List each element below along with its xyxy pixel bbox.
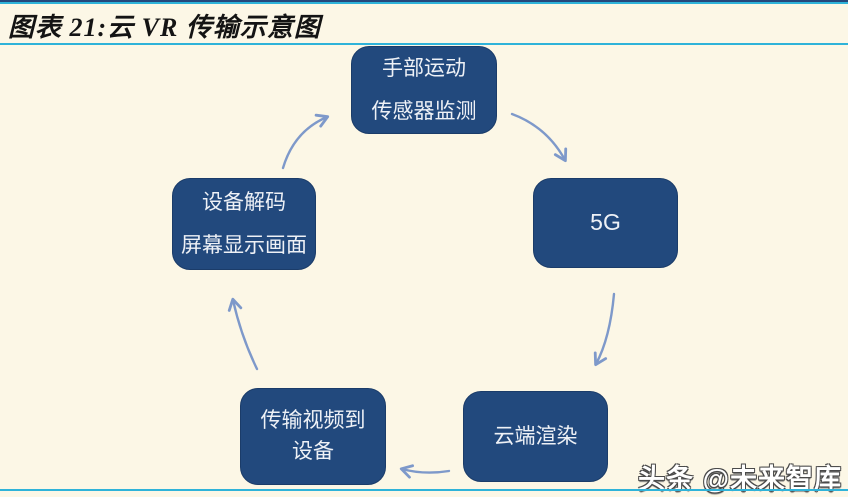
top-cyan-rule — [0, 2, 848, 4]
node-cloud-rendering: 云端渲染 — [463, 391, 608, 482]
arrow-cloud-to-transmit-icon — [399, 464, 451, 479]
top-navy-rule — [0, 0, 848, 2]
arrow-5g-to-cloud-icon — [593, 292, 616, 367]
node-cloud-rendering-label: 云端渲染 — [493, 424, 578, 448]
arrow-transmit-to-decode-icon — [227, 297, 259, 371]
node-5g: 5G — [533, 178, 678, 268]
node-hand-motion-sensor-label-line1: 手部运动 — [382, 57, 466, 81]
bottom-cyan-rule — [0, 489, 848, 491]
arrow-sensor-to-5g-icon — [510, 112, 568, 163]
node-device-decode-display: 设备解码 屏幕显示画面 — [172, 178, 316, 270]
node-device-decode-display-label-line1: 设备解码 — [202, 191, 286, 215]
node-transmit-video-to-device-label: 传输视频到设备 — [260, 409, 366, 463]
arrow-decode-to-sensor-icon — [281, 113, 330, 170]
node-device-decode-display-label-line2: 屏幕显示画面 — [181, 233, 307, 257]
node-hand-motion-sensor: 手部运动 传感器监测 — [351, 46, 497, 134]
title-underline-rule — [0, 43, 848, 45]
node-hand-motion-sensor-label-line2: 传感器监测 — [371, 99, 477, 123]
node-transmit-video-to-device: 传输视频到设备 — [240, 388, 386, 485]
node-5g-label: 5G — [590, 209, 621, 236]
figure-title: 图表 21:云 VR 传输示意图 — [8, 13, 321, 42]
